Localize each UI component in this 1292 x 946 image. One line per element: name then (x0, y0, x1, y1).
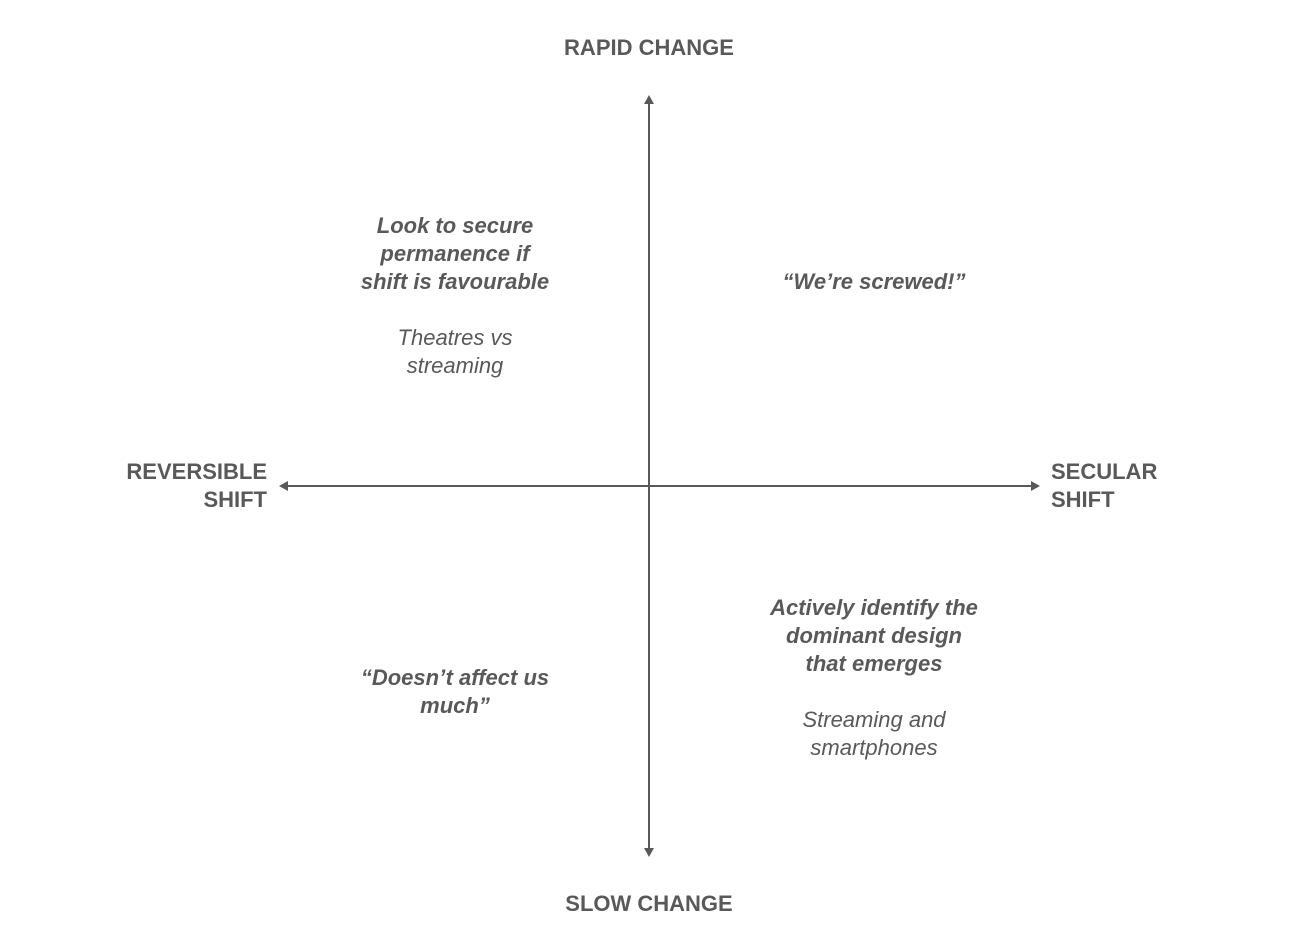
quadrant-top-left: Look to secure permanence if shift is fa… (305, 212, 605, 380)
vertical-axis-arrow-down (644, 848, 654, 857)
vertical-axis-arrow-up (644, 95, 654, 104)
quadrant-bottom-right-example: Streaming and smartphones (802, 707, 946, 760)
horizontal-axis-arrow-left (279, 481, 288, 491)
horizontal-axis-arrow-right (1031, 481, 1040, 491)
quadrant-bottom-left-strategy: “Doesn’t affect us much” (360, 665, 550, 718)
quadrant-top-right-strategy: “We’re screwed!” (782, 269, 966, 294)
axis-label-slow-change: SLOW CHANGE (565, 891, 733, 916)
axis-label-secular-shift: SECULAR SHIFT (1051, 459, 1158, 512)
quadrant-top-right: “We’re screwed!” (724, 268, 1024, 296)
axis-label-rapid-change: RAPID CHANGE (564, 35, 734, 60)
quadrant-bottom-right: Actively identify the dominant design th… (724, 594, 1024, 762)
quadrant-bottom-right-strategy: Actively identify the dominant design th… (770, 595, 978, 676)
quadrant-bottom-left: “Doesn’t affect us much” (305, 664, 605, 720)
quadrant-top-left-example: Theatres vs streaming (397, 325, 513, 378)
axis-label-reversible-shift: REVERSIBLE SHIFT (126, 459, 267, 512)
quadrant-top-left-strategy: Look to secure permanence if shift is fa… (360, 213, 550, 294)
